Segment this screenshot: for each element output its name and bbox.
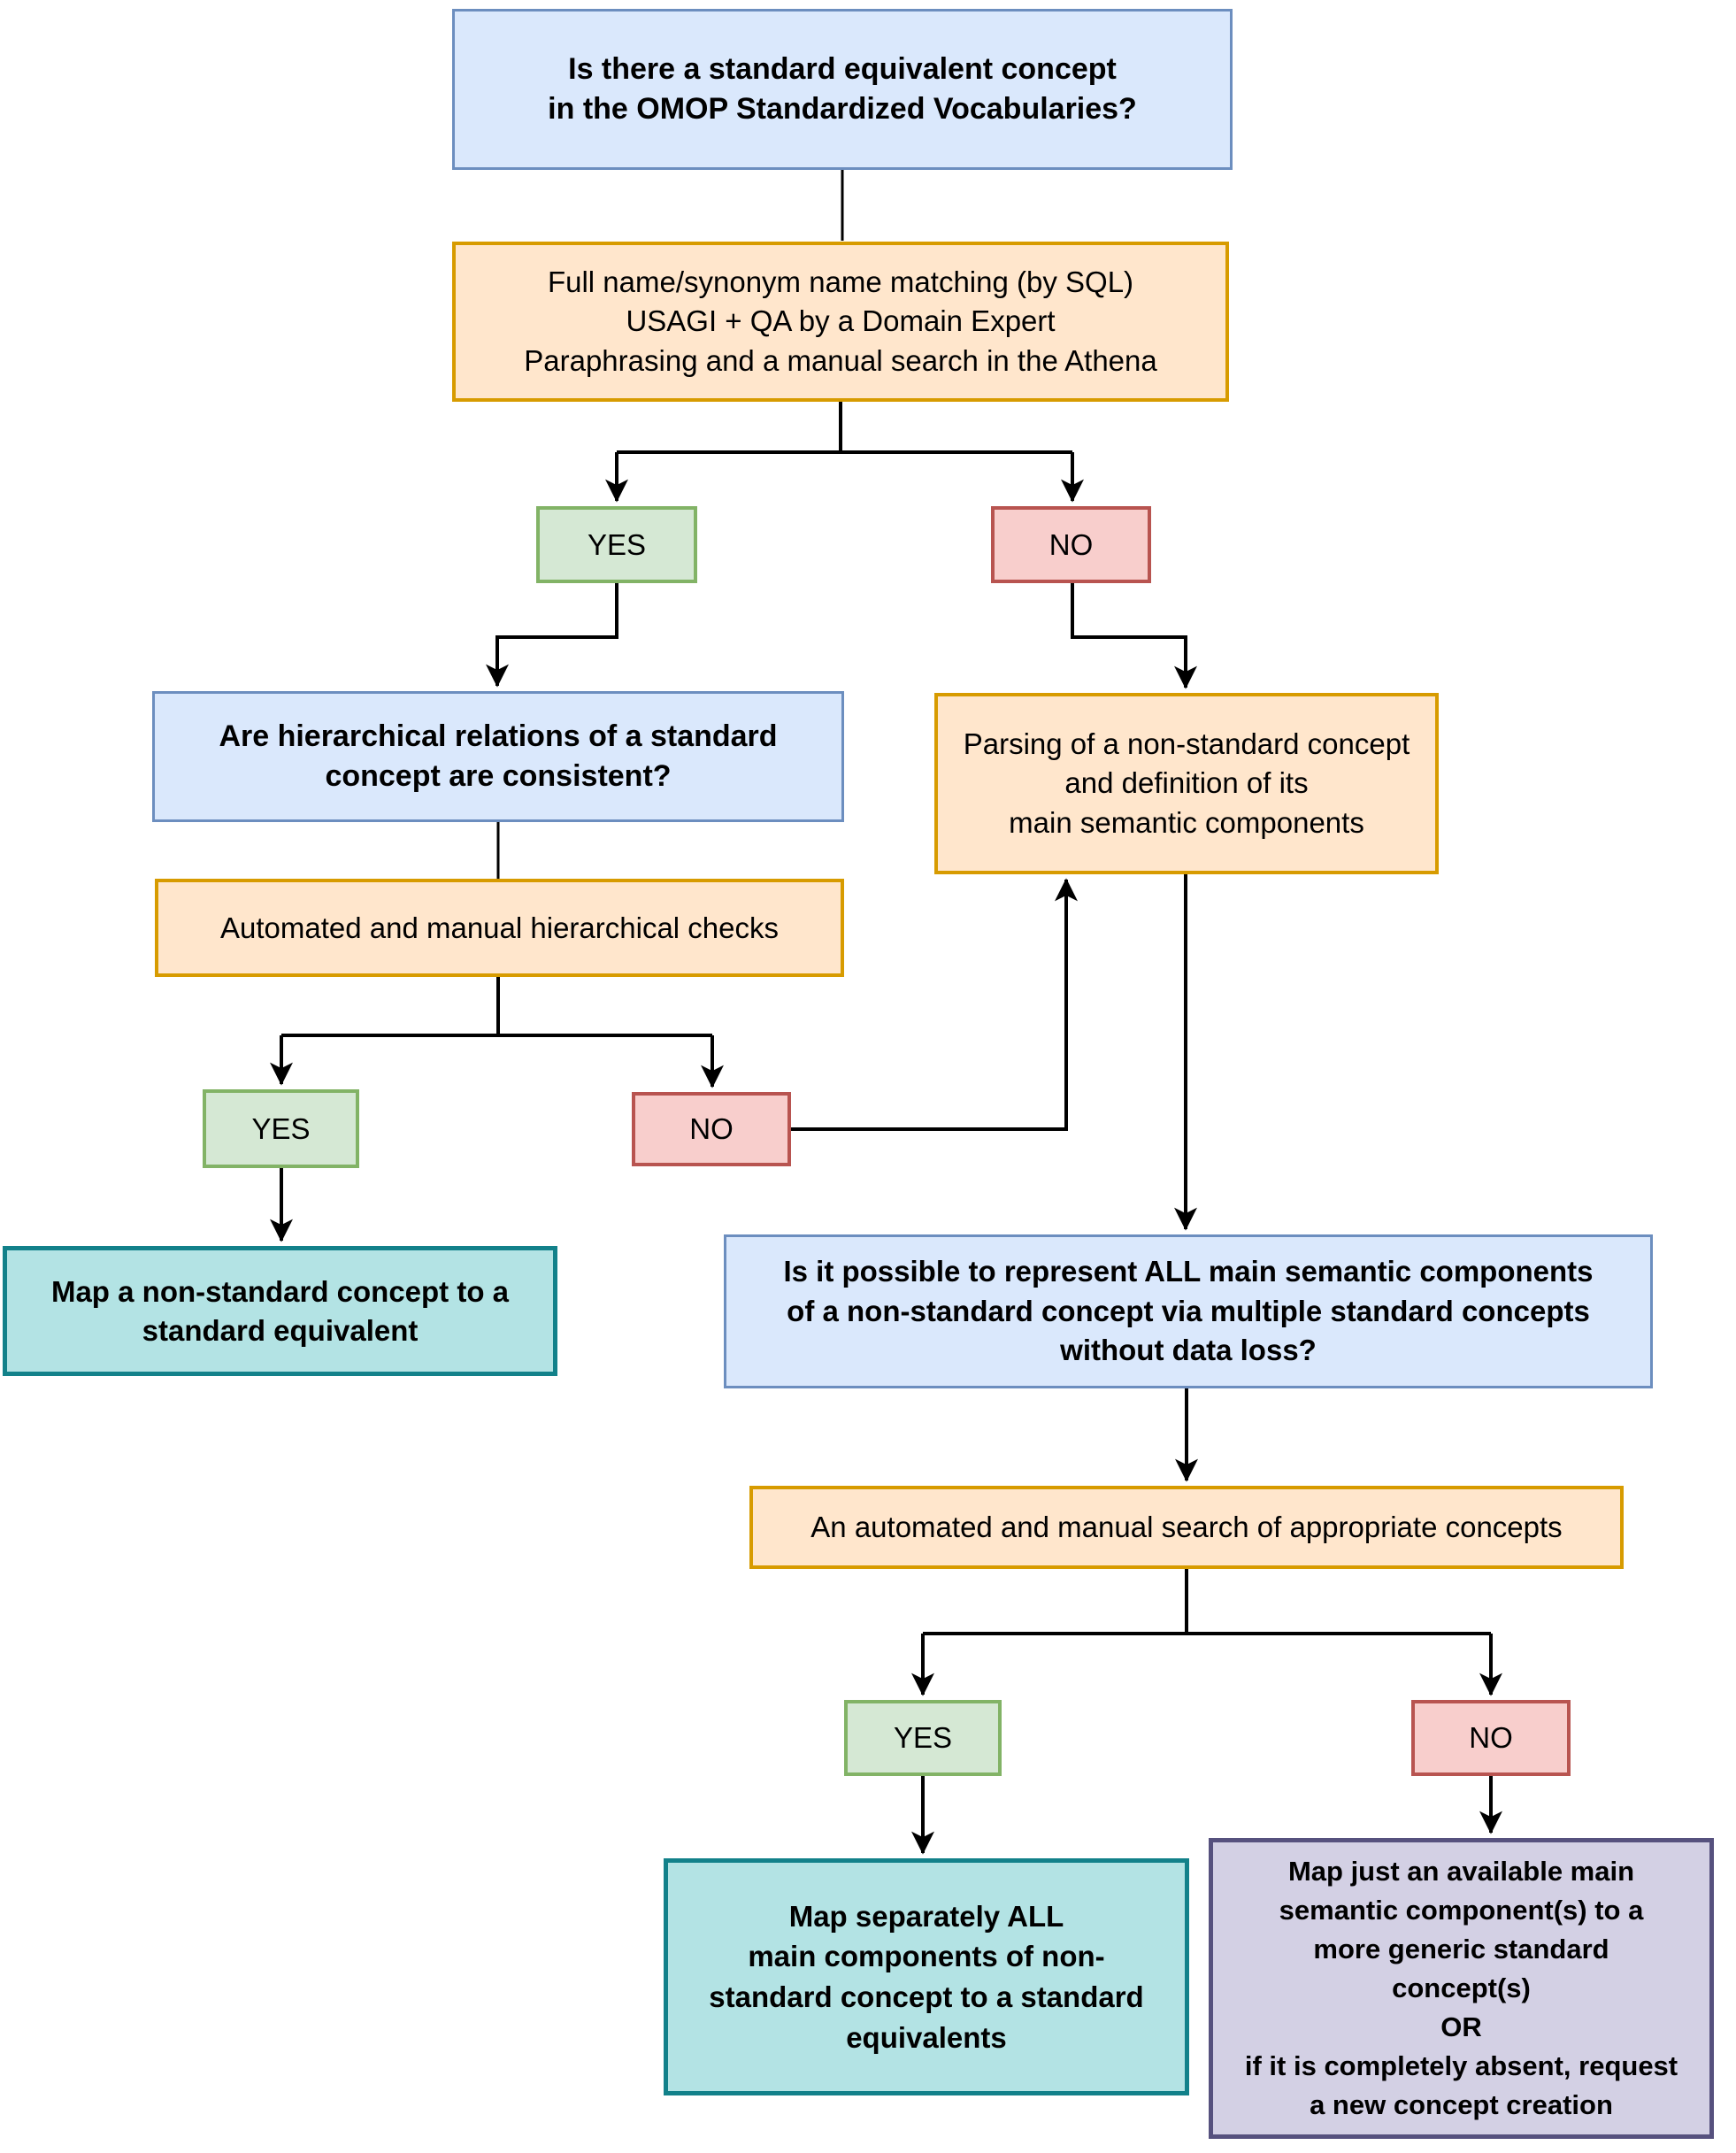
node-question-represent-all-components: Is it possible to represent ALL main sem…	[724, 1234, 1653, 1388]
node-text: YES	[893, 1721, 953, 1754]
node-outcome-map-separately-all-components: Map separately ALL main components of no…	[664, 1858, 1189, 2095]
node-process-search-appropriate-concepts: An automated and manual search of approp…	[749, 1486, 1624, 1569]
edge-no1-to-parsing	[1071, 583, 1197, 689]
node-text: Parsing of a non-standard concept and de…	[963, 727, 1410, 839]
edge-yes1-to-q2	[486, 583, 618, 688]
node-process-name-matching: Full name/synonym name matching (by SQL)…	[452, 242, 1229, 402]
node-outcome-map-generic-or-request-new-concept: Map just an available main semantic comp…	[1209, 1838, 1714, 2139]
node-outcome-map-to-standard-equivalent: Map a non-standard concept to a standard…	[3, 1246, 557, 1376]
node-yes-2: YES	[203, 1089, 359, 1168]
node-no-1: NO	[991, 506, 1151, 583]
node-yes-3: YES	[844, 1700, 1002, 1776]
node-text: Map a non-standard concept to a standard…	[50, 1274, 510, 1347]
node-question-hierarchical-relations: Are hierarchical relations of a standard…	[152, 691, 844, 822]
node-text: Automated and manual hierarchical checks	[219, 911, 779, 944]
node-text: NO	[689, 1112, 734, 1145]
node-text: YES	[587, 527, 647, 561]
edge-no2-loop-to-parsing	[791, 878, 1078, 1131]
node-yes-1: YES	[536, 506, 697, 583]
node-text: Full name/synonym name matching (by SQL)…	[524, 265, 1157, 377]
node-text: NO	[1049, 527, 1094, 561]
node-text: An automated and manual search of approp…	[810, 1511, 1563, 1543]
node-text: NO	[1469, 1721, 1513, 1754]
node-process-parsing-non-standard: Parsing of a non-standard concept and de…	[934, 693, 1439, 874]
node-question-standard-equivalent: Is there a standard equivalent concept i…	[452, 9, 1233, 170]
node-no-3: NO	[1411, 1700, 1571, 1776]
node-process-hierarchical-checks: Automated and manual hierarchical checks	[155, 879, 844, 977]
node-text: Map separately ALL main components of no…	[709, 1899, 1144, 2054]
node-text: Are hierarchical relations of a standard…	[219, 719, 778, 793]
node-text: Map just an available main semantic comp…	[1244, 1855, 1678, 2121]
node-text: YES	[251, 1111, 311, 1145]
node-no-2: NO	[632, 1092, 791, 1166]
node-text: Is there a standard equivalent concept i…	[548, 52, 1137, 126]
node-text: Is it possible to represent ALL main sem…	[783, 1255, 1594, 1367]
